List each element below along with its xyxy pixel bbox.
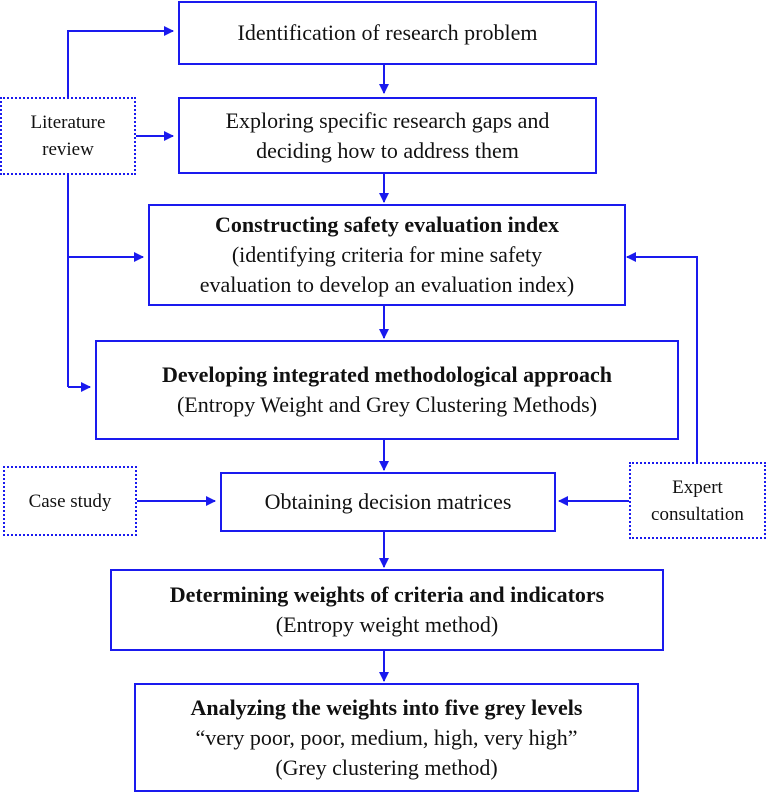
case-study-box: Case study: [3, 466, 137, 536]
literature-line-1: Literature: [30, 112, 106, 133]
exploring-line-1: Exploring specific research gaps and: [225, 107, 550, 133]
analyzing-title: Analyzing the weights into five grey lev…: [190, 694, 583, 720]
determining-title: Determining weights of criteria and indi…: [169, 582, 605, 607]
arrow-expert-to-constructing: [626, 252, 698, 462]
case-study-line-1: Case study: [28, 490, 112, 512]
exploring-line-2: deciding how to address them: [256, 137, 519, 163]
obtaining-line-1: Obtaining decision matrices: [264, 489, 512, 514]
constructing-title: Constructing safety evaluation index: [214, 212, 560, 237]
expert-line-1: Expert: [672, 476, 723, 498]
exploring-step-box: Exploring specific research gaps and dec…: [178, 97, 597, 174]
developing-step-box: Developing integrated methodological app…: [95, 340, 679, 440]
constructing-line-1: (identifying criteria for mine safety: [231, 242, 543, 267]
constructing-line-2: evaluation to develop an evaluation inde…: [199, 272, 575, 297]
obtaining-step-box: Obtaining decision matrices: [220, 472, 556, 532]
developing-title: Developing integrated methodological app…: [162, 362, 612, 387]
literature-review-box: Literature review: [0, 97, 136, 175]
identification-step-box: Identification of research problem: [178, 1, 597, 65]
literature-line-2: review: [42, 139, 94, 160]
determining-step-box: Determining weights of criteria and indi…: [110, 569, 664, 651]
analyzing-line-1: “very poor, poor, medium, high, very hig…: [195, 724, 578, 750]
expert-consultation-box: Expert consultation: [629, 462, 766, 539]
arrow-literature-to-identification: [67, 26, 174, 97]
constructing-step-box: Constructing safety evaluation index (id…: [148, 204, 626, 306]
expert-line-2: consultation: [651, 503, 744, 525]
analyzing-step-box: Analyzing the weights into five grey lev…: [134, 683, 639, 792]
identification-line-1: Identification of research problem: [237, 20, 538, 45]
developing-line-1: (Entropy Weight and Grey Clustering Meth…: [176, 392, 598, 417]
determining-line-1: (Entropy weight method): [275, 612, 499, 637]
analyzing-line-2: (Grey clustering method): [275, 754, 498, 780]
